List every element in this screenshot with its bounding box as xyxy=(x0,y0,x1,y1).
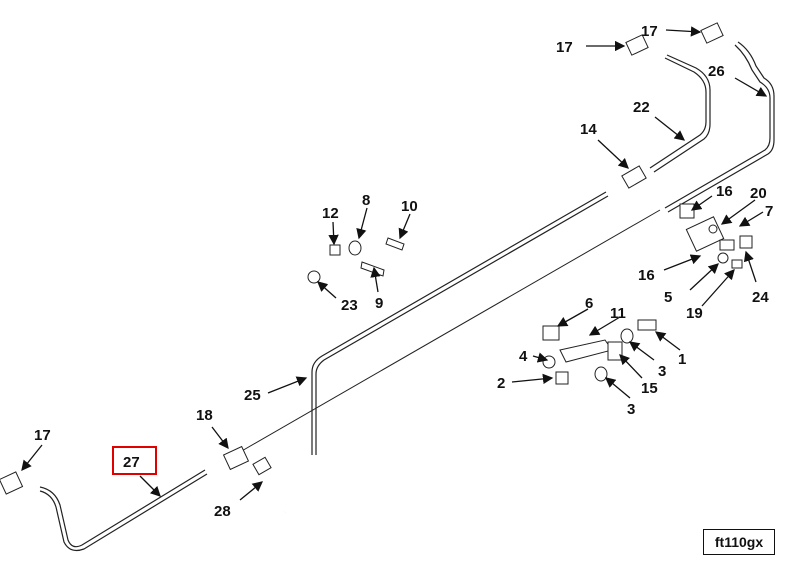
tee-fitting-18 xyxy=(222,445,250,471)
hose-28 xyxy=(252,456,289,513)
brake-tube-27 xyxy=(39,469,208,552)
callout-labels: 17 17 26 22 14 16 20 7 24 16 5 19 12 8 1… xyxy=(34,23,773,520)
callout-19: 19 xyxy=(686,305,703,322)
callout-20: 20 xyxy=(750,185,767,202)
callout-16: 16 xyxy=(716,183,733,200)
fitting-17-top-left xyxy=(625,34,649,56)
callout-6: 6 xyxy=(585,295,593,312)
hardware-parts xyxy=(307,203,753,385)
brake-tube-22 xyxy=(649,54,711,173)
callout-10: 10 xyxy=(401,198,418,215)
callout-4: 4 xyxy=(519,348,528,365)
callout-27[interactable]: 27 xyxy=(123,454,140,471)
callout-12: 12 xyxy=(322,205,339,222)
callout-24: 24 xyxy=(752,289,769,306)
callout-18: 18 xyxy=(196,407,213,424)
callout-11: 11 xyxy=(610,305,626,322)
callout-1: 1 xyxy=(678,351,686,368)
callout-9: 9 xyxy=(375,295,383,312)
callout-3: 3 xyxy=(627,401,635,418)
fitting-17-top-right xyxy=(700,22,724,44)
callout-3: 3 xyxy=(658,363,666,380)
highlight-box xyxy=(112,446,157,475)
callout-5: 5 xyxy=(664,289,672,306)
callout-14: 14 xyxy=(580,121,597,138)
tee-fitting-14 xyxy=(621,165,647,189)
callout-7: 7 xyxy=(765,203,773,220)
callout-16: 16 xyxy=(638,267,655,284)
callout-17: 17 xyxy=(34,427,51,444)
callout-26: 26 xyxy=(708,63,725,80)
figure-id-label: ft110gx xyxy=(703,529,775,555)
fitting-17-left xyxy=(0,471,24,495)
callout-17: 17 xyxy=(641,23,658,40)
callout-arrows xyxy=(21,26,768,501)
callout-2: 2 xyxy=(497,375,505,392)
brake-tube-26 xyxy=(239,41,775,453)
callout-28: 28 xyxy=(214,503,231,520)
callout-25: 25 xyxy=(244,387,261,404)
brake-tube-25 xyxy=(311,191,609,455)
callout-8: 8 xyxy=(362,192,370,209)
callout-15: 15 xyxy=(641,380,658,397)
callout-22: 22 xyxy=(633,99,650,116)
callout-23: 23 xyxy=(341,297,358,314)
callout-17: 17 xyxy=(556,39,573,56)
